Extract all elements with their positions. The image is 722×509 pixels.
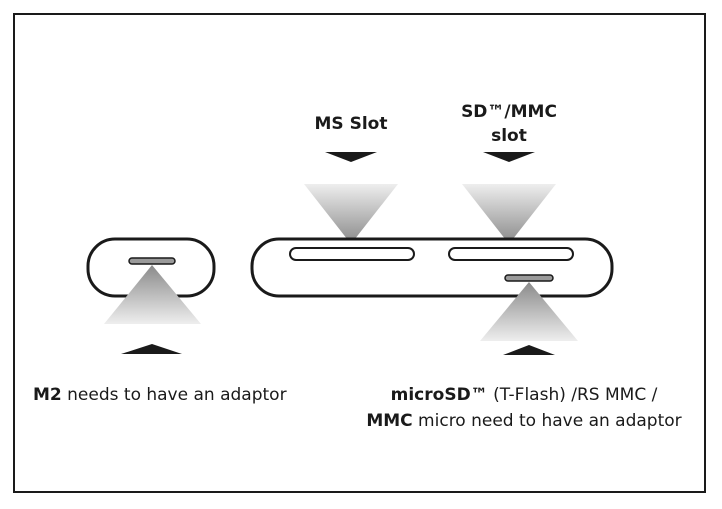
- ms-slot-arrow-icon: [325, 152, 377, 162]
- ms-slot-beam: [304, 184, 398, 244]
- diagram-border: [13, 13, 706, 493]
- m2-slot-opening: [128, 257, 176, 265]
- m2-slot-arrow-icon: [121, 344, 182, 354]
- sd-slot-label: SD™/MMC slot: [461, 102, 557, 146]
- microsd-slot-opening: [504, 274, 554, 282]
- sd-slot-opening: [448, 247, 574, 261]
- microsd-caption-line2: MMC micro need to have an adaptor: [366, 411, 682, 431]
- m2-slot-beam: [104, 265, 201, 324]
- m2-caption: M2 needs to have an adaptor: [33, 385, 287, 405]
- microsd-slot-beam: [480, 282, 578, 341]
- microsd-caption-line1: microSD™ (T-Flash) /RS MMC /: [390, 385, 658, 405]
- ms-slot-opening: [289, 247, 415, 261]
- sd-slot-beam: [462, 184, 556, 244]
- microsd-caption: microSD™ (T-Flash) /RS MMC / MMC micro n…: [359, 382, 689, 434]
- microsd-slot-arrow-icon: [503, 345, 555, 355]
- ms-slot-label: MS Slot: [314, 114, 388, 134]
- sd-slot-arrow-icon: [483, 152, 535, 162]
